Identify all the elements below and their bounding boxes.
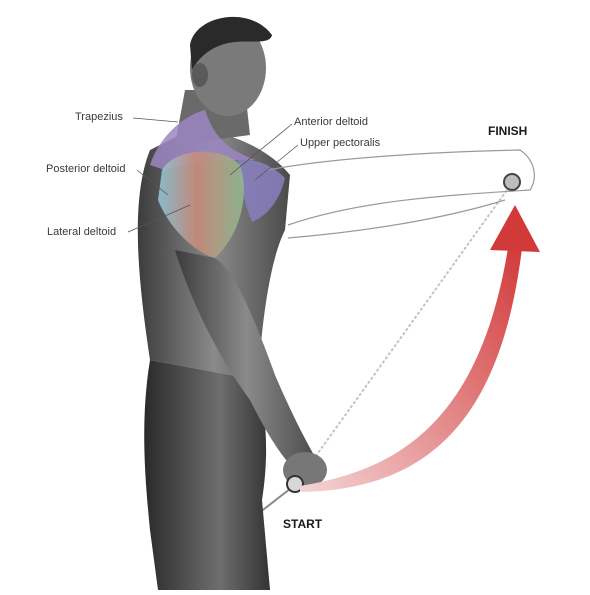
hanging-arm [175, 250, 318, 470]
finish-handle [503, 173, 521, 191]
label-anterior-deltoid: Anterior deltoid [294, 116, 368, 128]
start-label: START [283, 517, 323, 531]
label-lateral-deltoid: Lateral deltoid [47, 226, 117, 238]
leader-anterior-deltoid [229, 123, 293, 176]
hair [190, 16, 272, 71]
label-trapezius: Trapezius [75, 111, 123, 123]
leader-lateral-deltoid [127, 204, 191, 233]
finish-label: FINISH [488, 124, 528, 138]
label-posterior-deltoid: Posterior deltoid [46, 163, 126, 175]
leader-upper-pectoralis [254, 144, 299, 181]
ear [192, 63, 208, 87]
leader-posterior-deltoid [136, 169, 169, 196]
raised-arm-outline [267, 149, 535, 226]
cable-diagonal [294, 182, 513, 486]
upper-pectoralis-muscle [238, 159, 285, 222]
raised-arm-lower [287, 199, 506, 239]
motion-arrow-body [300, 248, 522, 492]
deltoid-muscle [158, 151, 244, 258]
start-handle [286, 475, 304, 493]
label-upper-pectoralis: Upper pectoralis [300, 137, 381, 149]
motion-arrow-head [490, 205, 540, 252]
legs [144, 360, 270, 590]
trapezius-muscle [150, 110, 255, 170]
leader-trapezius [132, 117, 179, 123]
